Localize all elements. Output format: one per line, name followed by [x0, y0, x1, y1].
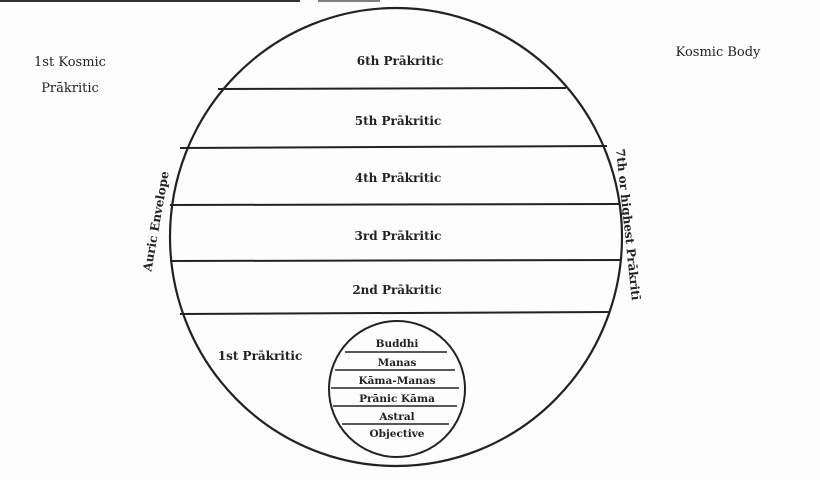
inner-label-objective: Objective: [370, 428, 425, 440]
layer-divider: [179, 311, 611, 315]
layer-label-2: 2nd Prākritic: [352, 283, 441, 297]
inner-label-kama-manas: Kāma-Manas: [359, 375, 436, 387]
corner-label-prakritic: Prākritic: [41, 81, 99, 96]
inner-label-manas: Manas: [378, 357, 417, 369]
layer-divider: [179, 145, 608, 149]
layer-label-6: 6th Prākritic: [357, 54, 444, 68]
kosmic-body-circle: [168, 6, 624, 468]
corner-label-1st-kosmic: 1st Kosmic: [34, 55, 106, 70]
inner-label-pranic-kama: Prānic Kāma: [359, 393, 435, 405]
side-label-auric-envelope: Auric Envelope: [140, 170, 172, 274]
layer-label-3: 3rd Prākritic: [355, 229, 442, 243]
layer-divider: [169, 203, 621, 206]
layer-label-5: 5th Prākritic: [355, 114, 442, 128]
corner-label-kosmic-body: Kosmic Body: [676, 45, 761, 60]
layer-label-1: 1st Prākritic: [218, 349, 303, 363]
inner-label-astral: Astral: [378, 411, 414, 423]
inner-label-buddhi: Buddhi: [376, 338, 419, 350]
human-principles-circle: [328, 320, 466, 458]
layer-label-4: 4th Prākritic: [355, 171, 442, 185]
layer-divider: [169, 259, 622, 262]
layer-divider: [217, 87, 567, 90]
